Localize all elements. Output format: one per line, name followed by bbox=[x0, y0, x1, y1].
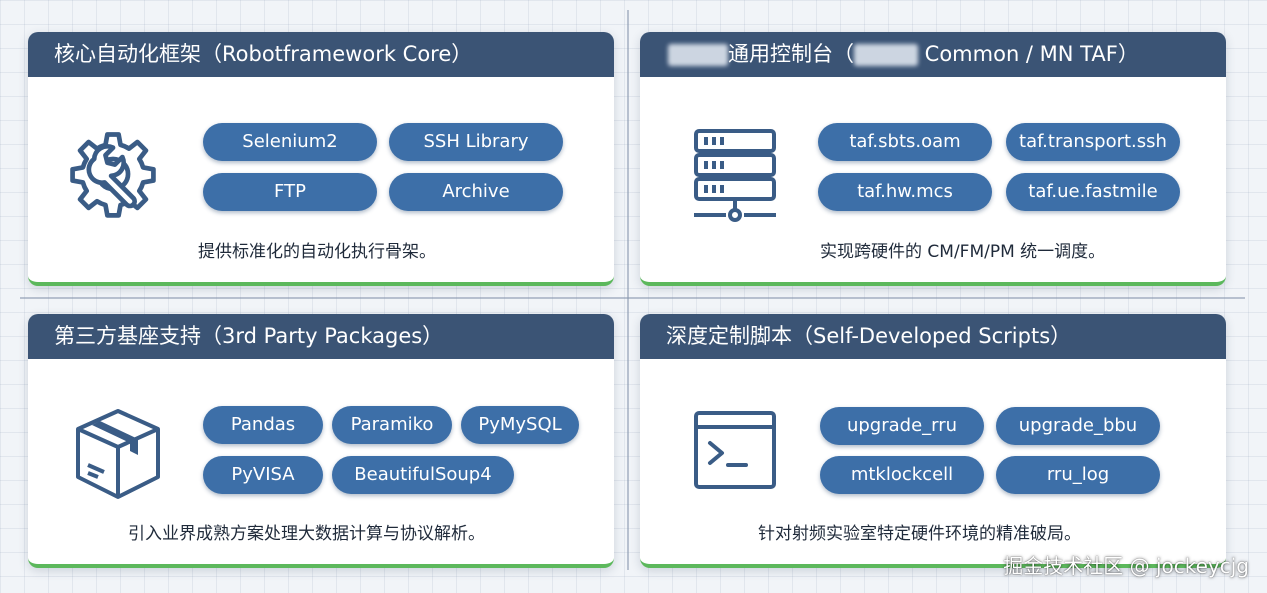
chip-pyvisa: PyVISA bbox=[203, 456, 323, 494]
panel-description: 引入业界成熟方案处理大数据计算与协议解析。 bbox=[128, 524, 485, 544]
chip-upgrade-bbu: upgrade_bbu bbox=[996, 407, 1160, 445]
watermark: 掘金技术社区 @ jockeycjg bbox=[1003, 554, 1249, 578]
panel-self-developed: 深度定制脚本（Self-Developed Scripts） upgrade_r… bbox=[640, 314, 1226, 568]
chip-archive: Archive bbox=[389, 173, 563, 211]
chip-pandas: Pandas bbox=[203, 406, 323, 444]
chip-taf-transport-ssh: taf.transport.ssh bbox=[1006, 123, 1180, 161]
chip-ssh-library: SSH Library bbox=[389, 123, 563, 161]
chip-taf-ue-fastmile: taf.ue.fastmile bbox=[1006, 173, 1180, 211]
chip-selenium2: Selenium2 bbox=[203, 123, 377, 161]
chip-beautifulsoup4: BeautifulSoup4 bbox=[332, 456, 514, 494]
panel-description: 实现跨硬件的 CM/FM/PM 统一调度。 bbox=[820, 242, 1106, 262]
panel-common-console: 通用控制台（ Common / MN TAF） taf.sbts.oam taf… bbox=[640, 32, 1226, 286]
panel-description: 针对射频实验室特定硬件环境的精准破局。 bbox=[758, 524, 1081, 544]
panel-title: 核心自动化框架（Robotframework Core） bbox=[28, 32, 614, 77]
vertical-divider bbox=[627, 10, 629, 570]
chip-rru-log: rru_log bbox=[996, 456, 1160, 494]
terminal-icon bbox=[694, 411, 776, 489]
panel-core-framework: 核心自动化框架（Robotframework Core） Selenium2 S… bbox=[28, 32, 614, 286]
redacted-text bbox=[854, 44, 918, 66]
panel-third-party: 第三方基座支持（3rd Party Packages） Pandas Param… bbox=[28, 314, 614, 568]
chip-taf-hw-mcs: taf.hw.mcs bbox=[818, 173, 992, 211]
server-stack-icon bbox=[694, 129, 776, 222]
chip-pymysql: PyMySQL bbox=[461, 406, 579, 444]
gear-wrench-icon bbox=[70, 132, 156, 218]
panel-title: 深度定制脚本（Self-Developed Scripts） bbox=[640, 314, 1226, 359]
redacted-text bbox=[668, 44, 728, 66]
panel-title: 通用控制台（ Common / MN TAF） bbox=[640, 32, 1226, 77]
panel-title: 第三方基座支持（3rd Party Packages） bbox=[28, 314, 614, 359]
panel-title-part1: 通用控制台（ bbox=[728, 42, 854, 66]
chip-ftp: FTP bbox=[203, 173, 377, 211]
chip-taf-sbts-oam: taf.sbts.oam bbox=[818, 123, 992, 161]
horizontal-divider bbox=[20, 297, 1245, 299]
panel-description: 提供标准化的自动化执行骨架。 bbox=[198, 242, 436, 262]
chip-upgrade-rru: upgrade_rru bbox=[820, 407, 984, 445]
chip-paramiko: Paramiko bbox=[332, 406, 452, 444]
chip-mtklockcell: mtklockcell bbox=[820, 456, 984, 494]
package-box-icon bbox=[76, 409, 160, 499]
panel-title-part2: Common / MN TAF） bbox=[918, 42, 1139, 66]
